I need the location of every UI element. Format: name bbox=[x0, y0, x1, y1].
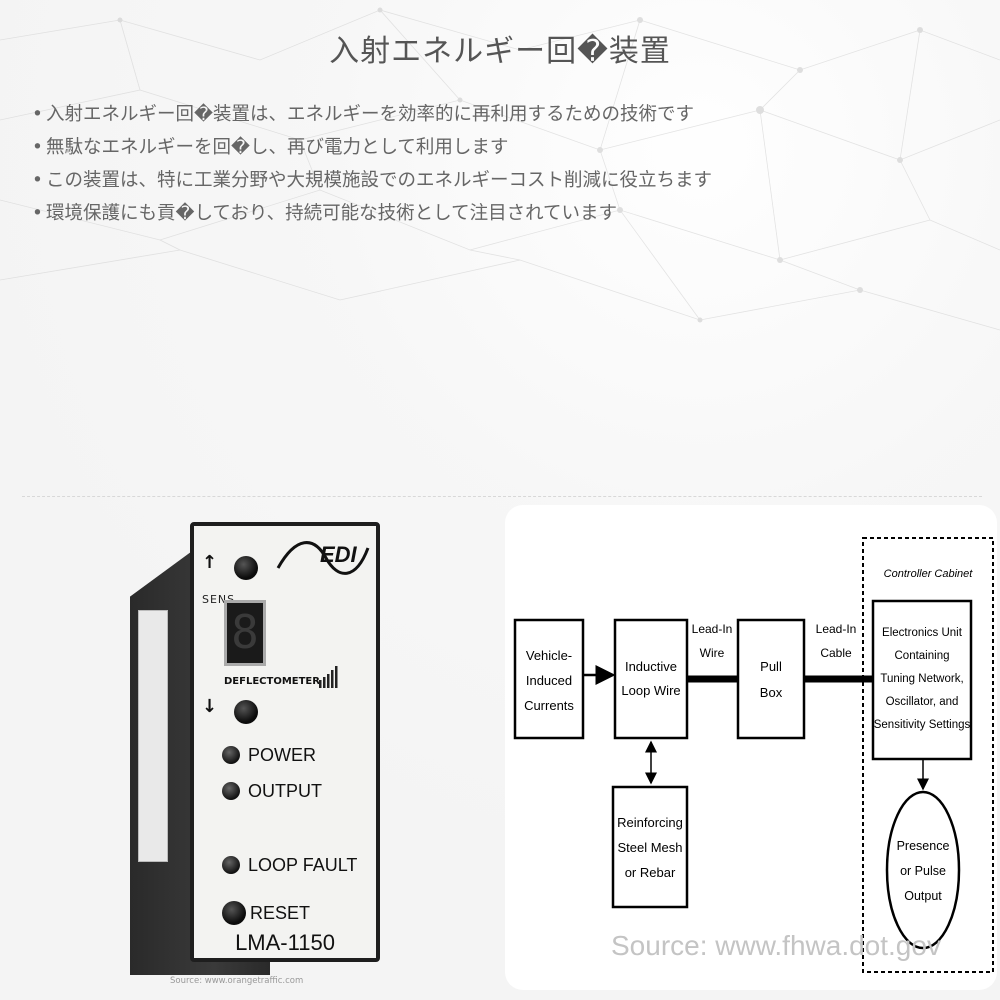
network-background-graphic bbox=[0, 7, 1000, 331]
bullet-dot: • bbox=[32, 203, 43, 224]
lead-in-cable-label-1: Lead-In bbox=[816, 622, 857, 636]
steel-mesh-label-2: Steel Mesh bbox=[617, 840, 682, 855]
sensitivity-up-knob bbox=[234, 556, 258, 580]
bullet-text: 入射エネルギー回�装置は、エネルギーを効率的に再利用するための技術です bbox=[46, 104, 694, 125]
lead-in-wire-label-1: Lead-In bbox=[692, 622, 733, 636]
power-led-row: POWER bbox=[222, 744, 316, 766]
inductive-loop-label-1: Inductive bbox=[625, 659, 677, 674]
reset-button-knob bbox=[222, 901, 246, 925]
steel-mesh-label-3: or Rebar bbox=[625, 865, 676, 880]
inductive-loop-box bbox=[613, 618, 689, 740]
electronics-unit-label-1: Electronics Unit bbox=[882, 627, 963, 639]
down-arrow-icon: ↓ bbox=[202, 696, 218, 717]
steel-mesh-box bbox=[611, 785, 689, 909]
up-arrow-icon: ↑ bbox=[202, 552, 218, 573]
electronics-unit-label-3: Tuning Network, bbox=[880, 673, 963, 685]
diagram-source-text: Source: www.fhwa.dot.gov bbox=[611, 930, 941, 961]
bullet-item: •無駄なエネルギーを回�し、再び電力として利用します bbox=[32, 131, 952, 164]
sensitivity-down-knob bbox=[234, 700, 258, 724]
electronics-unit-box bbox=[871, 599, 973, 761]
controller-cabinet-label: Controller Cabinet bbox=[884, 568, 974, 580]
vehicle-currents-label-2: Induced bbox=[526, 673, 572, 688]
output-label: OUTPUT bbox=[248, 780, 322, 801]
output-led-icon bbox=[222, 782, 240, 800]
electronics-unit-label-2: Containing bbox=[895, 650, 950, 662]
bullet-list: •入射エネルギー回�装置は、エネルギーを効率的に再利用するための技術です •無駄… bbox=[32, 98, 952, 230]
bullet-dot: • bbox=[32, 104, 43, 125]
pull-box-label-1: Pull bbox=[760, 659, 782, 674]
steel-mesh-label-1: Reinforcing bbox=[617, 815, 683, 830]
loop-fault-label: LOOP FAULT bbox=[248, 854, 358, 875]
loop-fault-led-row: LOOP FAULT bbox=[222, 854, 357, 876]
device-image-source: Source: www.orangetraffic.com bbox=[170, 976, 304, 986]
bullet-item: •環境保護にも貢�しており、持続可能な技術として注目されています bbox=[32, 197, 952, 230]
vehicle-currents-label-1: Vehicle- bbox=[526, 648, 572, 663]
electronics-unit-label-5: Sensitivity Settings bbox=[874, 719, 971, 731]
pull-box bbox=[736, 618, 806, 740]
model-number: LMA-1150 bbox=[235, 930, 335, 955]
presence-output-label-3: Output bbox=[904, 889, 942, 903]
signal-bars-icon bbox=[319, 666, 338, 688]
vehicle-currents-label-3: Currents bbox=[524, 698, 574, 713]
power-led-icon bbox=[222, 746, 240, 764]
sens-label: SENS bbox=[202, 593, 236, 606]
deflectometer-label: DEFLECTOMETER bbox=[224, 676, 320, 687]
bullet-item: •入射エネルギー回�装置は、エネルギーを効率的に再利用するための技術です bbox=[32, 98, 952, 131]
bullet-dot: • bbox=[32, 170, 43, 191]
bullet-dot: • bbox=[32, 137, 43, 158]
output-led-row: OUTPUT bbox=[222, 780, 322, 802]
loop-detector-device-image: EDI ↑ SENS 8 DEFLECTOMETER ↓ POWER bbox=[80, 510, 420, 990]
lead-in-cable-label-2: Cable bbox=[820, 646, 852, 660]
section-divider bbox=[22, 496, 982, 497]
device-front-panel: EDI ↑ SENS 8 DEFLECTOMETER ↓ POWER bbox=[190, 522, 380, 962]
pull-box-label-2: Box bbox=[760, 685, 783, 700]
loop-detector-block-diagram: Controller Cabinet Vehicle- Induced Curr… bbox=[505, 505, 997, 990]
seven-segment-display: 8 bbox=[224, 600, 266, 666]
loop-fault-led-icon bbox=[222, 856, 240, 874]
reset-row: RESET bbox=[222, 901, 311, 925]
presence-output-label-2: or Pulse bbox=[900, 864, 946, 878]
bullet-text: この装置は、特に工業分野や大規模施設でのエネルギーコスト削減に役立ちます bbox=[46, 170, 713, 191]
device-side-sticker bbox=[138, 610, 168, 862]
inductive-loop-label-2: Loop Wire bbox=[621, 683, 680, 698]
electronics-unit-label-4: Oscillator, and bbox=[886, 696, 959, 708]
presence-output-label-1: Presence bbox=[897, 839, 950, 853]
vehicle-currents-box bbox=[513, 618, 585, 740]
presence-output-ellipse bbox=[885, 790, 961, 950]
edi-logo-text: EDI bbox=[320, 542, 358, 567]
lead-in-wire-label-2: Wire bbox=[700, 646, 725, 660]
reset-label: RESET bbox=[250, 902, 311, 923]
bullet-item: •この装置は、特に工業分野や大規模施設でのエネルギーコスト削減に役立ちます bbox=[32, 164, 952, 197]
edi-logo: EDI bbox=[276, 541, 370, 575]
bullet-text: 無駄なエネルギーを回�し、再び電力として利用します bbox=[46, 137, 509, 158]
bullet-text: 環境保護にも貢�しており、持続可能な技術として注目されています bbox=[46, 203, 618, 224]
power-label: POWER bbox=[248, 744, 317, 765]
page-title: 入射エネルギー回�装置 bbox=[329, 34, 671, 69]
block-diagram-svg: Controller Cabinet Vehicle- Induced Curr… bbox=[513, 537, 994, 973]
controller-cabinet-boundary bbox=[862, 537, 994, 973]
